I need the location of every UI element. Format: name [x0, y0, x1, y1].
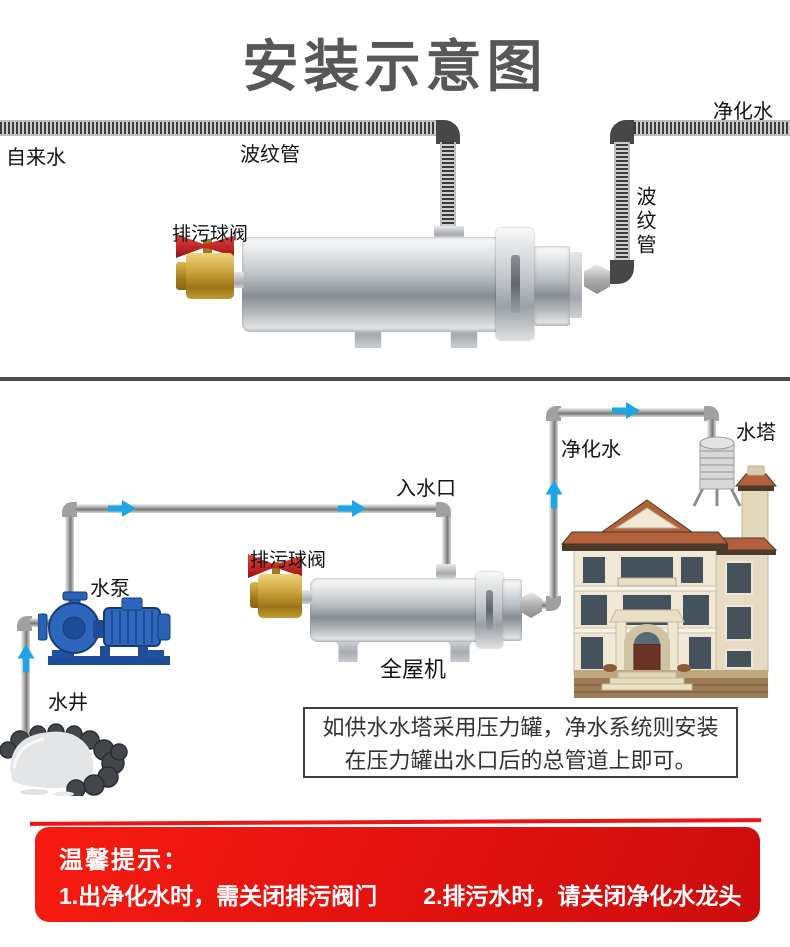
pipe-elbow	[62, 502, 77, 517]
drain-valve-label: 排污球阀	[172, 224, 249, 245]
tips-banner: 温馨提示： 1.出净化水时，需关闭排污阀门 2.排污水时，请关闭净化水龙头	[35, 827, 760, 922]
flow-arrow-right-icon	[338, 500, 366, 517]
purified-water-label-lower: 净化水	[561, 439, 621, 461]
purified-water-label: 净化水	[713, 101, 773, 123]
inlet-run-pipe	[76, 504, 438, 513]
tips-banner-lines: 1.出净化水时，需关闭排污阀门 2.排污水时，请关闭净化水龙头	[59, 877, 741, 911]
tip-1: 1.出净化水时，需关闭排污阀门	[59, 883, 378, 909]
section-divider	[0, 377, 790, 381]
filter-inlet-pipe	[442, 516, 451, 570]
drain-valve-label-lower: 排污球阀	[250, 550, 327, 571]
note-line-1: 如供水水塔采用压力罐，净水系统则安装	[322, 715, 719, 740]
corrugated-pipe-top-right	[634, 120, 790, 136]
filter-head	[502, 579, 522, 641]
clamp-bolt	[511, 255, 520, 313]
valve-stem	[272, 562, 280, 576]
filter-body	[310, 578, 480, 642]
filter-body	[242, 237, 498, 332]
corrugated-pipe-down	[440, 142, 456, 228]
drain-ball-valve-graphic	[258, 574, 302, 618]
outlet-nut	[584, 264, 610, 294]
banner-top-strip	[29, 818, 762, 826]
corrugated-pipe-right-down	[614, 142, 630, 262]
inlet-label: 入水口	[396, 478, 456, 500]
filter-outlet-pipe	[536, 600, 550, 609]
tap-water-label: 自来水	[6, 147, 66, 169]
well-label: 水井	[48, 692, 88, 714]
pipe-elbow	[436, 120, 460, 144]
tips-banner-title: 温馨提示：	[59, 847, 189, 874]
filter-ring	[570, 252, 582, 318]
villa-illustration	[560, 465, 778, 698]
pipe-elbow	[546, 406, 561, 421]
corrugated-pipe-label: 波纹管	[240, 144, 300, 166]
water-tower-illustration	[692, 436, 742, 507]
corrugated-pipe-top	[0, 120, 440, 136]
drain-ball-valve-graphic	[186, 253, 234, 299]
tower-drop-pipe	[707, 419, 716, 443]
whole-house-unit-label: 全屋机	[380, 657, 447, 682]
tip-2: 2.排污水时，请关闭净化水龙头	[423, 883, 742, 909]
filter-head	[534, 246, 570, 326]
water-tower-label: 水塔	[736, 422, 776, 444]
pipe-elbow	[546, 596, 561, 611]
pipe-elbow	[704, 406, 719, 421]
well-illustration	[0, 723, 128, 796]
flow-arrow-right-icon	[108, 500, 136, 517]
page-title: 安装示意图	[242, 35, 548, 98]
outlet-nut	[520, 592, 542, 618]
pipe-elbow	[610, 260, 634, 284]
note-line-2: 在压力罐出水口后的总管道上即可。	[344, 748, 697, 773]
note-box: 如供水水塔采用压力罐，净水系统则安装 在压力罐出水口后的总管道上即可。	[303, 707, 738, 778]
well-pipe	[21, 628, 30, 736]
clamp-bolt	[486, 590, 493, 630]
pump-riser-pipe	[65, 515, 74, 603]
water-pump-illustration	[38, 591, 171, 665]
corrugated-pipe-vertical-label: 波纹管	[633, 186, 655, 258]
inlet-fitting	[436, 564, 456, 578]
pipe-elbow	[436, 502, 451, 517]
pipe-elbow	[610, 120, 634, 144]
pump-label: 水泵	[90, 578, 130, 600]
pipe-elbow	[17, 616, 32, 631]
